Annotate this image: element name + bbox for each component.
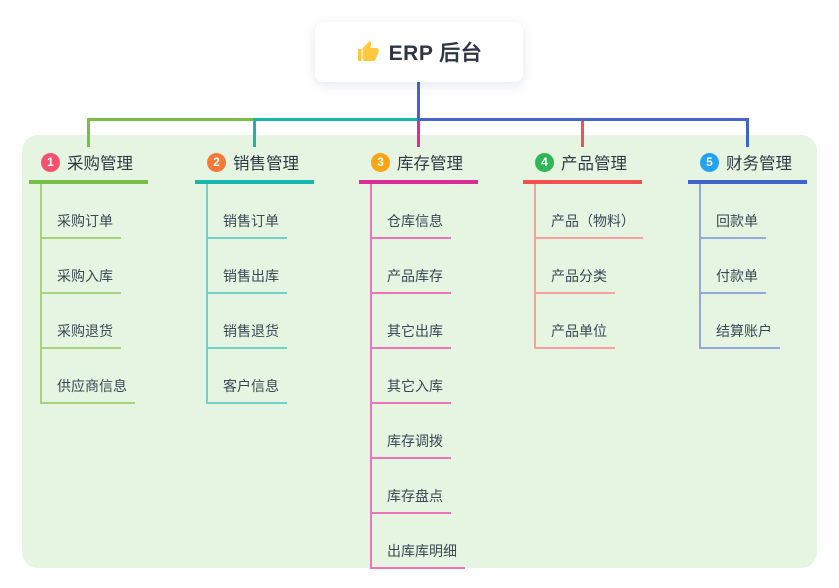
branch-item-label: 出库库明细	[370, 541, 465, 569]
branch-item[interactable]: 供应商信息	[29, 349, 189, 404]
branch-item[interactable]: 销售出库	[195, 239, 355, 294]
branch-items: 回款单 付款单 结算账户	[688, 184, 839, 349]
bus-segment-green	[86, 118, 253, 121]
branch-connector-line	[370, 184, 372, 569]
branch-item-label: 付款单	[699, 266, 766, 294]
branch-title[interactable]: 2 销售管理	[195, 150, 314, 184]
branch-item[interactable]: 销售订单	[195, 184, 355, 239]
branch-4: 4 产品管理 产品（物料） 产品分类 产品单位	[523, 150, 683, 349]
branch-number-badge: 4	[535, 152, 554, 172]
branch-connector-line	[206, 184, 208, 404]
root-node[interactable]: ERP 后台	[315, 22, 523, 82]
branch-item-label: 产品（物料）	[534, 211, 643, 239]
branch-drop-line-3	[416, 121, 420, 147]
branch-items: 仓库信息 产品库存 其它出库 其它入库 库存调拨 库存盘点 出库库明细	[359, 184, 519, 569]
branch-title[interactable]: 1 采购管理	[29, 150, 148, 184]
root-drop-line	[417, 82, 420, 121]
branch-title[interactable]: 5 财务管理	[688, 150, 807, 184]
branch-item-label: 库存调拨	[370, 431, 451, 459]
branch-drop-line-5	[745, 121, 749, 147]
branch-item[interactable]: 结算账户	[688, 294, 839, 349]
branch-item[interactable]: 采购退货	[29, 294, 189, 349]
bus-segment-teal	[252, 118, 417, 121]
branch-3: 3 库存管理 仓库信息 产品库存 其它出库 其它入库 库存调拨 库存盘点 出库库…	[359, 150, 519, 569]
branch-item[interactable]: 仓库信息	[359, 184, 519, 239]
branch-item[interactable]: 产品库存	[359, 239, 519, 294]
branch-item[interactable]: 客户信息	[195, 349, 355, 404]
branch-drop-line-2	[252, 121, 256, 147]
root-label: ERP 后台	[388, 42, 483, 65]
branch-item[interactable]: 其它出库	[359, 294, 519, 349]
branch-item-label: 其它入库	[370, 376, 451, 404]
branch-item-label: 销售退货	[206, 321, 287, 349]
bus-segment-blue	[416, 118, 749, 121]
branch-2: 2 销售管理 销售订单 销售出库 销售退货 客户信息	[195, 150, 355, 404]
branch-items: 采购订单 采购入库 采购退货 供应商信息	[29, 184, 189, 404]
branch-item[interactable]: 产品分类	[523, 239, 683, 294]
branch-item-label: 销售出库	[206, 266, 287, 294]
branch-item[interactable]: 库存盘点	[359, 459, 519, 514]
branches-panel	[22, 135, 817, 568]
thumbs-up-icon	[357, 41, 379, 61]
branch-number-badge: 1	[41, 152, 60, 172]
branch-item[interactable]: 其它入库	[359, 349, 519, 404]
branch-item[interactable]: 回款单	[688, 184, 839, 239]
branch-label: 产品管理	[561, 155, 627, 173]
branch-item-label: 采购订单	[40, 211, 121, 239]
branch-5: 5 财务管理 回款单 付款单 结算账户	[688, 150, 839, 349]
branch-number-badge: 2	[207, 152, 226, 172]
branch-item-label: 仓库信息	[370, 211, 451, 239]
branch-item-label: 采购退货	[40, 321, 121, 349]
branch-items: 产品（物料） 产品分类 产品单位	[523, 184, 683, 349]
branch-item-label: 产品单位	[534, 321, 615, 349]
branch-items: 销售订单 销售出库 销售退货 客户信息	[195, 184, 355, 404]
branch-item-label: 其它出库	[370, 321, 451, 349]
branch-label: 财务管理	[726, 155, 792, 173]
branch-item-label: 结算账户	[699, 321, 780, 349]
branch-item[interactable]: 采购入库	[29, 239, 189, 294]
branch-title[interactable]: 4 产品管理	[523, 150, 642, 184]
branch-label: 库存管理	[397, 155, 463, 173]
branch-1: 1 采购管理 采购订单 采购入库 采购退货 供应商信息	[29, 150, 189, 404]
branch-connector-line	[40, 184, 42, 404]
branch-label: 销售管理	[233, 155, 299, 173]
branch-item-label: 产品分类	[534, 266, 615, 294]
branch-item[interactable]: 销售退货	[195, 294, 355, 349]
branch-connector-line	[534, 184, 536, 349]
branch-item[interactable]: 采购订单	[29, 184, 189, 239]
branch-item-label: 采购入库	[40, 266, 121, 294]
branch-item-label: 销售订单	[206, 211, 287, 239]
branch-item[interactable]: 出库库明细	[359, 514, 519, 569]
branch-item-label: 库存盘点	[370, 486, 451, 514]
branch-item-label: 回款单	[699, 211, 766, 239]
branch-connector-line	[699, 184, 701, 349]
branch-number-badge: 5	[700, 152, 719, 172]
branch-item[interactable]: 付款单	[688, 239, 839, 294]
branch-drop-line-4	[580, 121, 584, 147]
branch-drop-line-1	[86, 121, 90, 147]
branch-label: 采购管理	[67, 155, 133, 173]
branch-item[interactable]: 产品单位	[523, 294, 683, 349]
branch-item-label: 客户信息	[206, 376, 287, 404]
branch-item-label: 供应商信息	[40, 376, 135, 404]
branch-number-badge: 3	[371, 152, 390, 172]
branch-item-label: 产品库存	[370, 266, 451, 294]
branch-item[interactable]: 产品（物料）	[523, 184, 683, 239]
branch-item[interactable]: 库存调拨	[359, 404, 519, 459]
branch-title[interactable]: 3 库存管理	[359, 150, 478, 184]
